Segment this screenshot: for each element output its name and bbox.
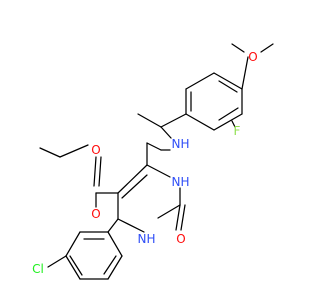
bond-line	[107, 218, 119, 233]
bond-line	[218, 80, 238, 93]
urea-oxygen-label: O	[176, 232, 185, 246]
bond-line	[213, 113, 243, 131]
bond-line	[231, 43, 245, 53]
bond-line	[146, 142, 162, 151]
bond-line	[93, 156, 97, 187]
bond-line	[137, 113, 162, 128]
amine-nitrogen-label: N	[172, 137, 181, 151]
bond-line	[98, 156, 102, 187]
ester-oxygen-label: O	[91, 143, 100, 157]
bond-line	[146, 164, 171, 178]
ring-n3-hydrogen-label: H	[180, 175, 189, 189]
fluorine-label: F	[234, 124, 241, 138]
ring-nitrogen-n3-label: N	[172, 175, 181, 189]
bond-line	[260, 43, 274, 53]
bond-line	[157, 204, 181, 219]
bond-lines	[39, 43, 274, 280]
bond-line	[65, 255, 81, 280]
bond-line	[65, 231, 81, 257]
bond-line	[103, 255, 117, 275]
bond-line	[59, 144, 89, 158]
bond-line	[241, 56, 249, 90]
bond-line	[231, 120, 236, 128]
ester-carbonyl-oxygen-label: O	[91, 207, 100, 221]
bond-line	[47, 255, 67, 268]
bond-line	[175, 204, 181, 231]
ring-nitrogen-n1-label: N	[138, 232, 147, 246]
bond-line	[185, 72, 215, 90]
bond-line	[213, 72, 243, 90]
methoxy-oxygen-label: O	[248, 50, 257, 64]
bond-line	[69, 255, 83, 276]
amine-hydrogen-label: H	[180, 137, 189, 151]
bond-line	[107, 231, 123, 257]
bond-line	[218, 107, 239, 121]
chemical-structure-diagram: O F N H O O N H N H O Cl	[32, 43, 274, 280]
bond-line	[117, 164, 148, 194]
atom-labels: O F N H O O N H N H O Cl	[32, 50, 258, 276]
bond-line	[180, 204, 186, 231]
bond-line	[107, 255, 123, 280]
ring-n1-hydrogen-label: H	[146, 232, 155, 246]
bond-line	[117, 218, 145, 233]
bond-line	[185, 113, 215, 131]
bond-line	[160, 126, 172, 139]
bond-line	[160, 113, 187, 128]
chlorine-label: Cl	[32, 262, 44, 276]
bond-line	[39, 147, 61, 158]
bond-line	[121, 174, 148, 199]
